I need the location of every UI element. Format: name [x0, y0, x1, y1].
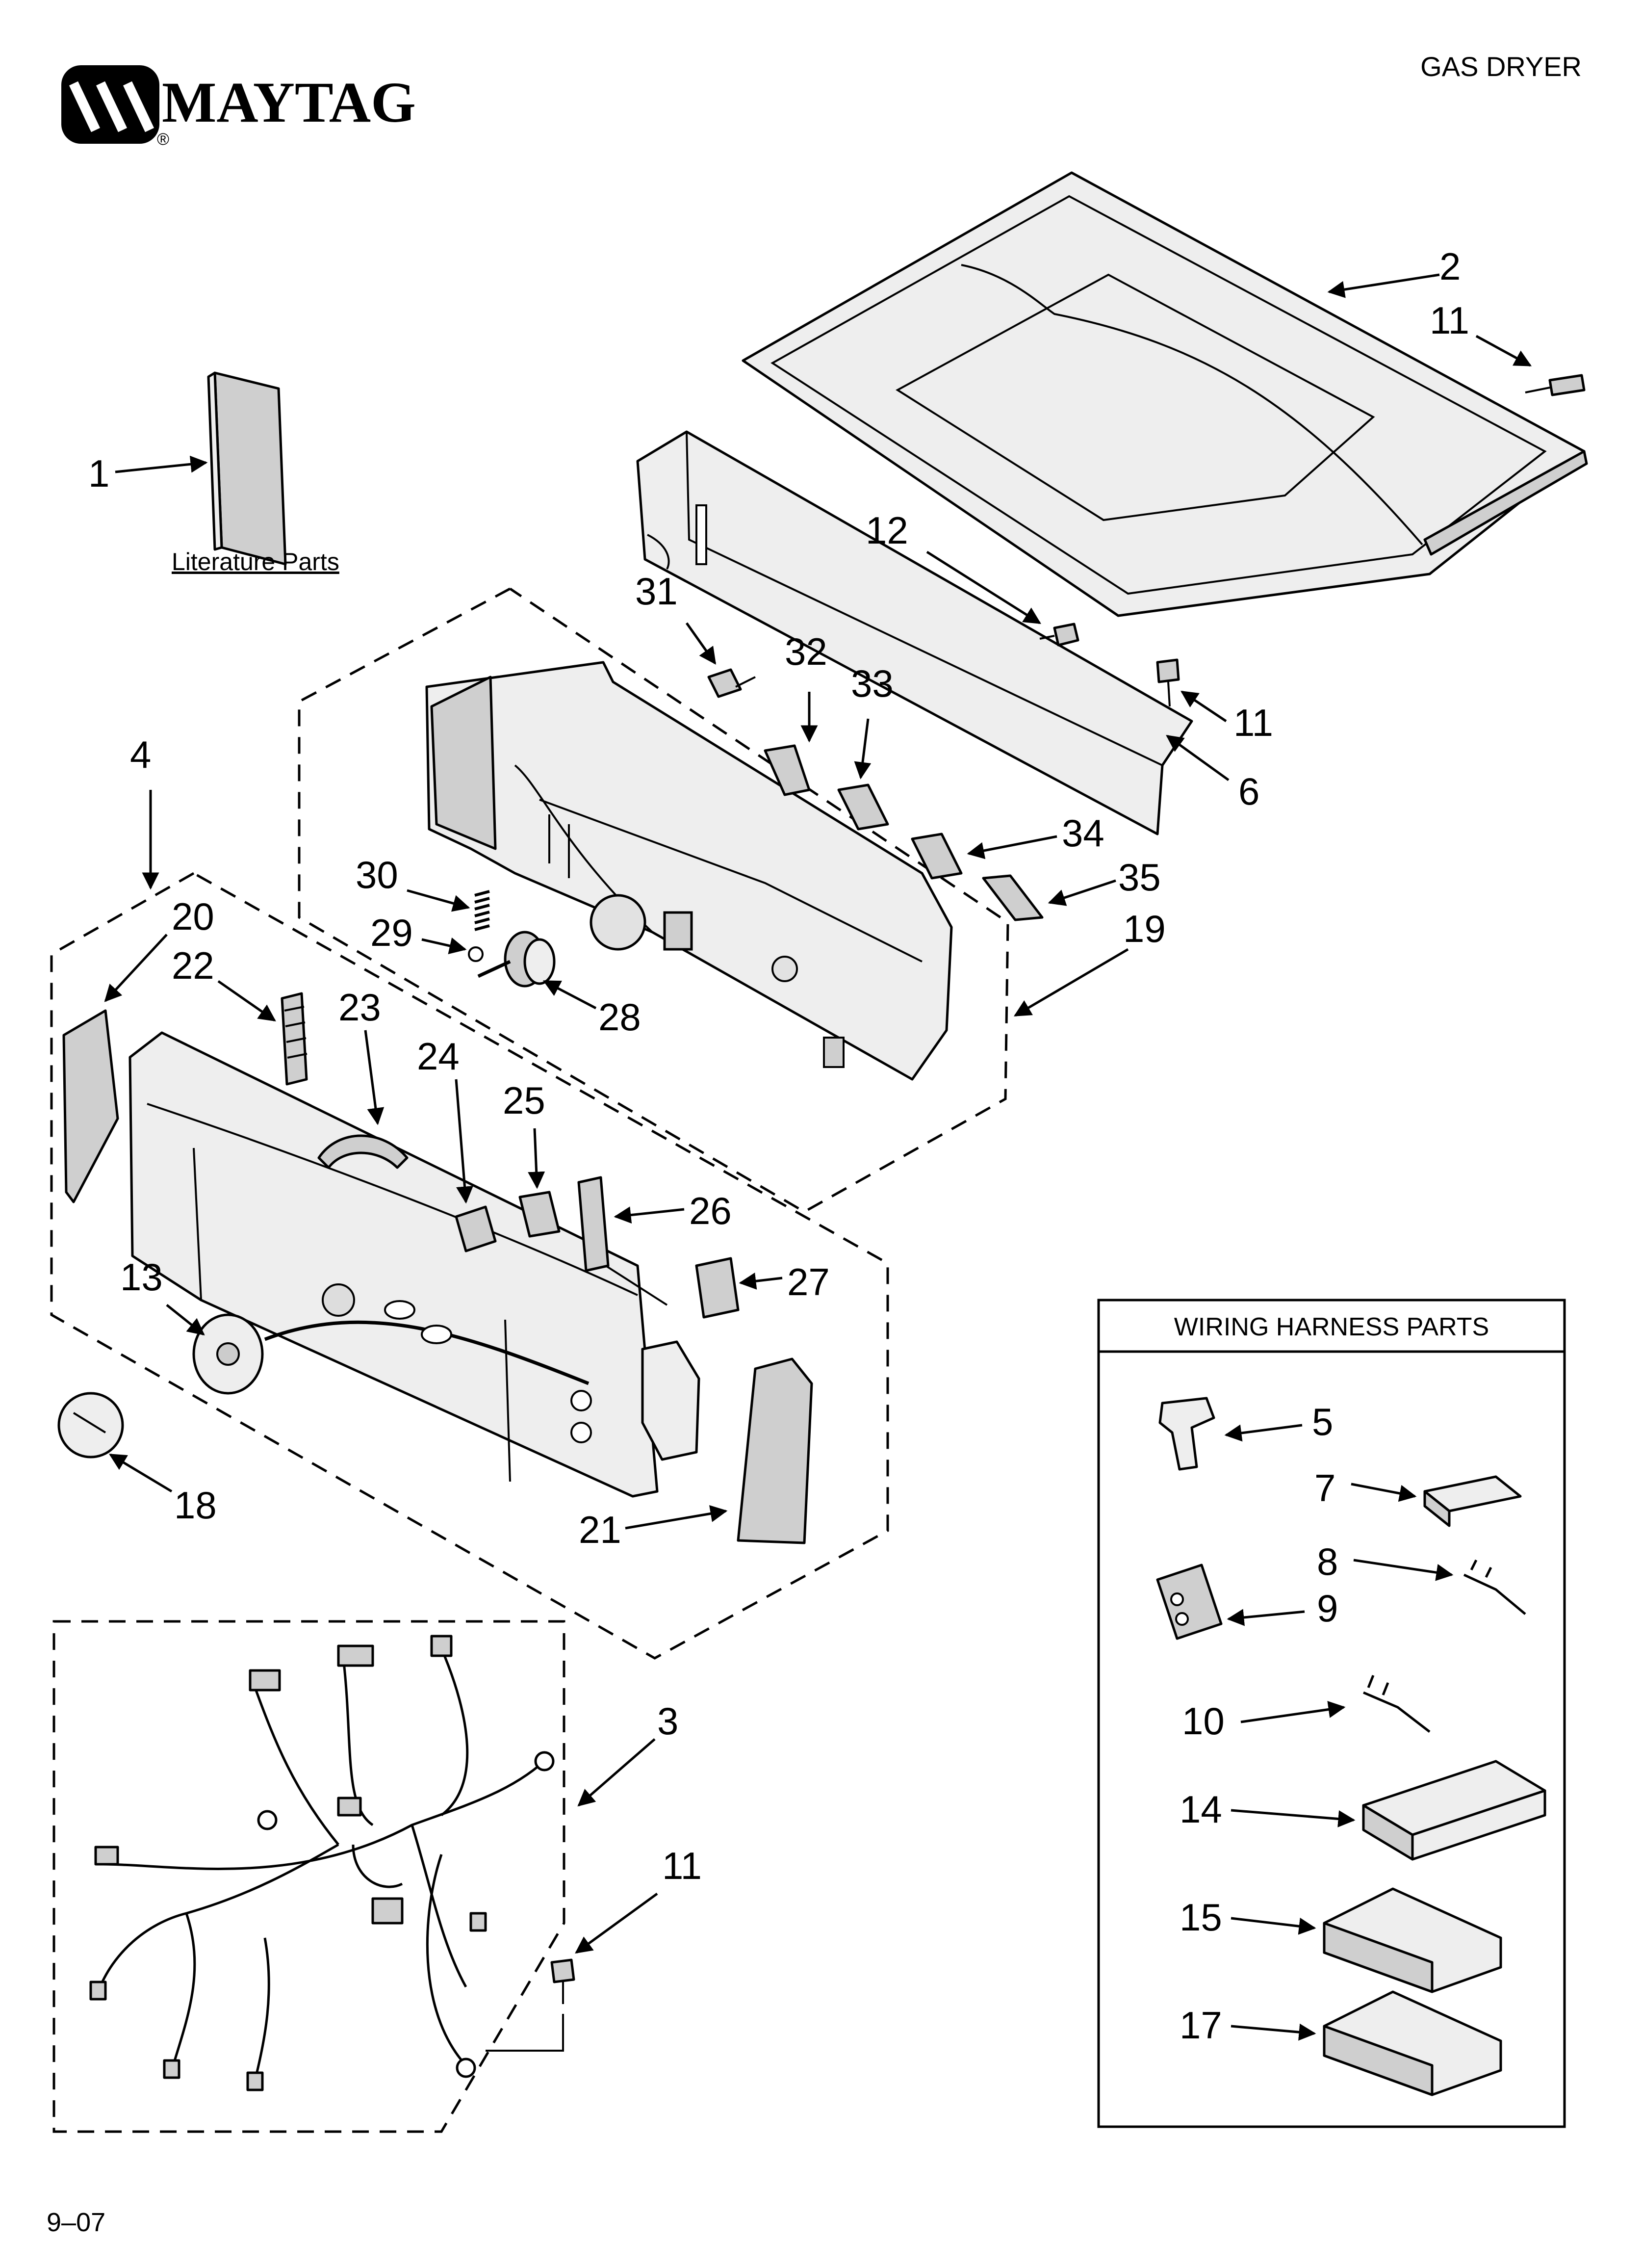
part-3-wiring-harness	[89, 1635, 555, 2091]
part-1-literature	[207, 371, 287, 566]
callout-32: 32	[785, 630, 827, 673]
callout-1: 1	[88, 452, 109, 495]
part-18-knob	[57, 1392, 124, 1459]
callout-8: 8	[1317, 1540, 1338, 1583]
callout-13: 13	[120, 1255, 163, 1299]
part-20-end-cap-left	[62, 1009, 119, 1203]
part-34-switch	[911, 833, 963, 880]
part-14-connector-block	[1362, 1760, 1546, 1861]
callout-2: 2	[1439, 245, 1461, 288]
part-10-terminal	[1363, 1675, 1431, 1733]
callout-24: 24	[417, 1035, 460, 1078]
part-21-end-cap-right	[641, 1340, 813, 1544]
callout-3: 3	[657, 1699, 678, 1743]
callout-33: 33	[851, 662, 894, 705]
part-35-switch	[982, 874, 1044, 921]
part-13-bezel	[192, 1313, 264, 1395]
part-32-switch	[764, 744, 811, 796]
callout-26: 26	[689, 1189, 732, 1232]
callout-7: 7	[1314, 1466, 1335, 1510]
callout-29: 29	[370, 911, 413, 954]
part-23-light-guide	[317, 1134, 409, 1169]
part-15-connector-housing	[1323, 1887, 1502, 1993]
part-11-screw-bottom	[486, 1958, 575, 2052]
document-title: GAS DRYER	[1420, 51, 1582, 82]
part-31-switch	[707, 668, 756, 698]
part-2-top-panel	[742, 171, 1588, 617]
part-17-connector-housing	[1323, 1990, 1502, 2096]
callout-22: 22	[172, 944, 214, 987]
part-27-button-bar	[695, 1257, 740, 1319]
callout-27: 27	[787, 1260, 830, 1303]
part-19-control-board	[425, 661, 953, 1081]
callout-10: 10	[1182, 1699, 1225, 1743]
part-28-valve	[477, 931, 556, 988]
registered-mark: ®	[157, 130, 169, 149]
part-12-screw	[1039, 623, 1079, 647]
callout-15: 15	[1180, 1896, 1222, 1939]
part-22-light-pipe	[281, 992, 308, 1086]
part-26-button-bar	[577, 1176, 668, 1306]
callout-11-top: 11	[1430, 299, 1469, 342]
callout-4: 4	[130, 733, 151, 776]
callout-23: 23	[338, 986, 381, 1029]
callout-5: 5	[1312, 1400, 1333, 1443]
part-33-switch	[837, 783, 889, 831]
part-5-clip	[1158, 1397, 1215, 1471]
callout-18: 18	[174, 1484, 217, 1527]
part-8-terminal	[1463, 1559, 1526, 1615]
callout-20: 20	[172, 895, 214, 938]
callout-14: 14	[1180, 1788, 1222, 1831]
callout-31: 31	[635, 570, 678, 613]
part-9-connector	[1156, 1564, 1223, 1640]
callout-6: 6	[1238, 770, 1259, 813]
callout-28: 28	[598, 995, 641, 1039]
callout-19: 19	[1123, 907, 1166, 950]
callout-25: 25	[503, 1079, 545, 1122]
maytag-logo: MAYTAG ®	[61, 65, 416, 149]
harness-group-outline	[52, 1620, 565, 2133]
part-24-lens	[455, 1205, 497, 1252]
callout-11-middle: 11	[1233, 701, 1273, 744]
part-29-ball	[468, 946, 484, 962]
callout-21: 21	[579, 1508, 621, 1551]
part-4-console-panel	[128, 1031, 659, 1498]
revision-date: 9–07	[47, 2208, 105, 2237]
part-30-spring	[474, 890, 490, 931]
callout-30: 30	[356, 853, 398, 896]
part-11-screw-top	[1525, 374, 1586, 396]
callout-35: 35	[1118, 856, 1161, 899]
callout-34: 34	[1062, 811, 1104, 855]
callout-17: 17	[1180, 2004, 1222, 2047]
part-25-button	[518, 1191, 561, 1238]
literature-caption: Literature Parts	[172, 548, 339, 575]
callout-12: 12	[866, 509, 908, 552]
part-6-console-bracket	[636, 430, 1193, 835]
part-11-screw-middle	[1156, 658, 1180, 707]
part-7-connector	[1423, 1475, 1522, 1527]
callout-9: 9	[1317, 1587, 1338, 1630]
callout-11-bottom: 11	[662, 1844, 702, 1887]
brand-name: MAYTAG	[162, 70, 416, 134]
console-group-outline	[50, 872, 889, 1660]
wiring-box-title: WIRING HARNESS PARTS	[1174, 1313, 1489, 1341]
